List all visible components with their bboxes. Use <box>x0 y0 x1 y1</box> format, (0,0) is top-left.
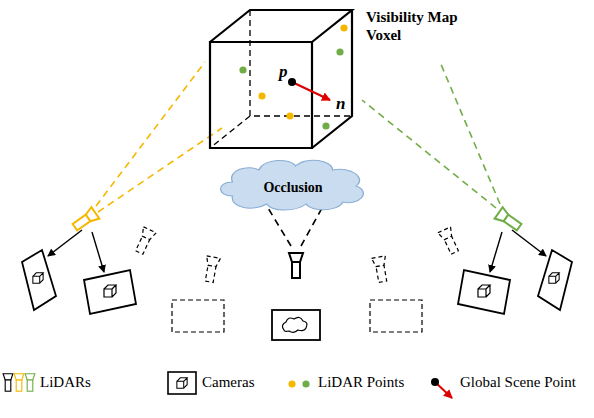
voxel-title: Visibility Map Voxel <box>366 8 462 44</box>
lidar-points <box>239 24 347 129</box>
lidar-sensors <box>71 207 523 283</box>
legend-icons <box>3 372 452 398</box>
sight-lines <box>96 62 500 246</box>
camera-arrows <box>48 230 546 272</box>
legend-text: LiDARs <box>40 374 91 391</box>
point-label: p <box>279 62 288 82</box>
legend-text: LiDAR Points <box>318 374 404 391</box>
occlusion-cloud: Occlusion <box>214 156 372 212</box>
normal-label: n <box>336 94 345 114</box>
legend-text: Cameras <box>202 374 254 391</box>
global-scene-point <box>288 78 330 100</box>
legend-text: Global Scene Point <box>460 374 576 391</box>
node-text: Occlusion <box>263 180 322 197</box>
voxel-cube <box>210 10 352 148</box>
camera-frames <box>22 250 572 340</box>
node-text: Visibility Map Voxel <box>366 8 462 44</box>
